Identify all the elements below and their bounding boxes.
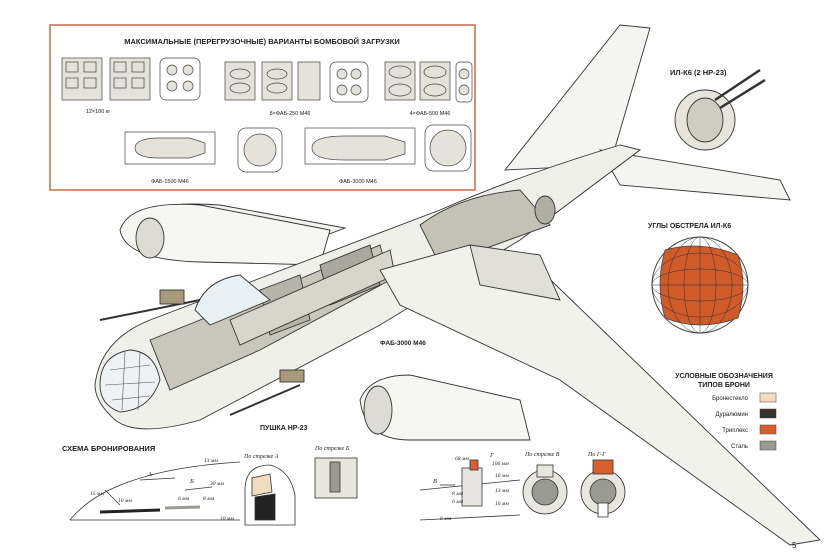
firing-angles-globe: [651, 236, 749, 334]
section-b-view: [314, 457, 358, 499]
section-gg-view: [580, 459, 626, 518]
legend-swatch-triplex: [759, 424, 777, 435]
legend-label-triplex: Триплекс: [722, 428, 748, 434]
legend-title-2: ТИПОВ БРОНИ: [698, 382, 750, 389]
dim-30: 30 мм: [209, 481, 224, 487]
dim-6c: 6 мм: [440, 516, 452, 522]
dim-6b: 6 мм: [452, 499, 464, 505]
legend-swatch-steel: [759, 440, 777, 451]
legend-swatch-duralumin: [759, 408, 777, 419]
dim-6a: 6 мм: [178, 496, 190, 502]
horizontal-stabilizer: [599, 149, 791, 201]
tail-armor-scheme: [419, 459, 521, 521]
armor-scheme-nose: [69, 461, 241, 521]
arrow-b: Б: [189, 478, 194, 485]
section-v-label: По стрелке В: [524, 452, 560, 458]
section-a-label: По стрелке А: [243, 454, 279, 460]
dim-10a: 10 мм: [118, 498, 132, 504]
armor-scheme-title: СХЕМА БРОНИРОВАНИЯ: [62, 444, 155, 453]
dim-106: 106 мм: [492, 461, 509, 467]
load-label-1: 12×100 кг: [86, 109, 110, 115]
firing-angles-title: УГЛЫ ОБСТРЕЛА ИЛ-К6: [648, 223, 731, 230]
load-variant-12x100: [61, 57, 201, 101]
section-gg-label: По Г-Г: [587, 452, 606, 458]
legend-label-duralumin: Дуралюмин: [715, 412, 748, 418]
dim-15: 15 мм: [90, 491, 104, 497]
legend-label-bronesteklo: Бронестекло: [712, 396, 749, 402]
load-label-5: ФАБ-3000 М46: [339, 179, 377, 185]
legend-swatch-bronesteklo: [759, 392, 777, 403]
arrow-g: Г: [489, 452, 494, 459]
bomb-load-panel: МАКСИМАЛЬНЫЕ (ПЕРЕГРУЗОЧНЫЕ) ВАРИАНТЫ БО…: [49, 24, 476, 191]
dim-10b: 10 мм: [220, 516, 234, 522]
dim-68: 68 мм: [455, 456, 469, 462]
turret-title: ИЛ-К6 (2 НР-23): [670, 68, 727, 77]
section-a-view: [244, 464, 296, 526]
section-v-view: [522, 464, 568, 515]
turret-detail: [674, 68, 766, 151]
armor-legend: УСЛОВНЫЕ ОБОЗНАЧЕНИЯ ТИПОВ БРОНИ Бронест…: [675, 373, 777, 451]
far-engine-nacelle: [119, 203, 331, 266]
bomb-load-title: МАКСИМАЛЬНЫЕ (ПЕРЕГРУЗОЧНЫЕ) ВАРИАНТЫ БО…: [124, 37, 400, 46]
cannon-label: ПУШКА НР-23: [260, 425, 308, 432]
dim-8a: 8 мм: [203, 496, 215, 502]
load-label-3: 4×ФАБ-500 М46: [410, 111, 451, 117]
arrow-a: А: [147, 471, 152, 478]
dim-13b: 13 мм: [495, 488, 509, 494]
load-variant-fab3000: [304, 124, 472, 172]
cockpit-canopy: [194, 274, 271, 326]
page-number: 5: [792, 541, 797, 550]
dim-8b: 8 мм: [452, 491, 464, 497]
legend-label-steel: Сталь: [731, 444, 748, 450]
legend-title-1: УСЛОВНЫЕ ОБОЗНАЧЕНИЯ: [675, 373, 773, 380]
bomb-label: ФАБ-3000 М46: [380, 340, 426, 347]
dim-10c: 10 мм: [495, 501, 509, 507]
load-variant-8xfab250: [224, 61, 369, 103]
arrow-v: В: [433, 478, 437, 485]
load-label-4: ФАБ-1500 М46: [151, 179, 189, 185]
dim-13a: 13 мм: [204, 458, 218, 464]
load-label-2: 8×ФАБ-250 М46: [270, 111, 311, 117]
aircraft-cutaway: [94, 24, 821, 546]
section-b-label: По стрелке Б: [314, 446, 350, 452]
load-variant-fab1500: [124, 127, 283, 173]
load-variant-4xfab500: [384, 61, 473, 103]
dim-16: 16 мм: [495, 473, 509, 479]
